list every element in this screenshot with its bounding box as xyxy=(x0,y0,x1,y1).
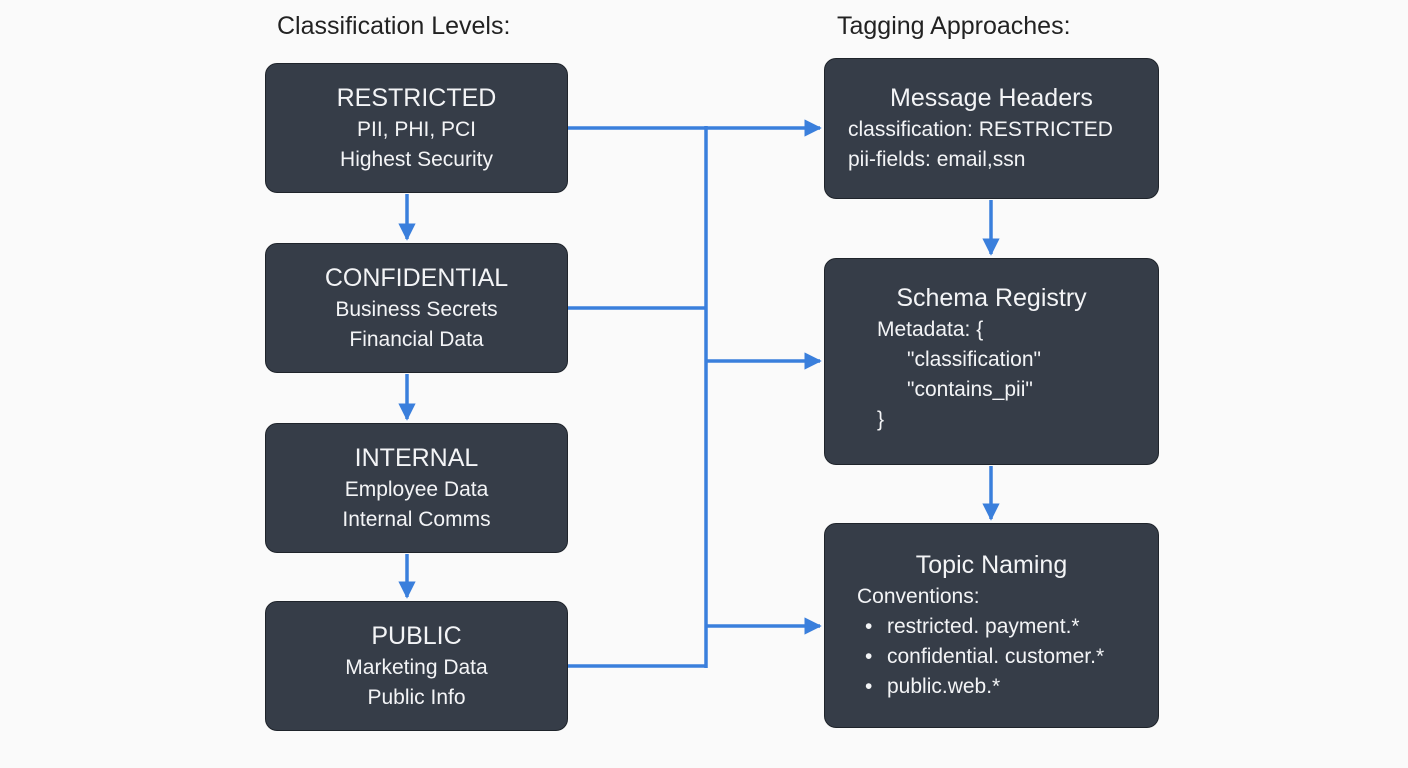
topic-naming-bullet-2: • confidential. customer.* xyxy=(825,642,1158,672)
confidential-line-2: Financial Data xyxy=(349,328,484,351)
topic-naming-intro: Conventions: xyxy=(857,585,980,608)
message-headers-box: Message Headers classification: RESTRICT… xyxy=(824,58,1159,199)
schema-registry-title: Schema Registry xyxy=(896,284,1087,312)
classification-levels-heading: Classification Levels: xyxy=(277,12,511,40)
topic-naming-bullet-3: • public.web.* xyxy=(825,672,1158,702)
restricted-line-1: PII, PHI, PCI xyxy=(356,118,477,141)
restricted-level-box: RESTRICTED PII, PHI, PCI Highest Securit… xyxy=(265,63,568,193)
topic-naming-bullet-1-text: restricted. payment.* xyxy=(887,615,1080,638)
confidential-level-box: CONFIDENTIAL Business Secrets Financial … xyxy=(265,243,568,373)
schema-registry-box: Schema Registry Metadata: { "classificat… xyxy=(824,258,1159,465)
internal-line-1: Employee Data xyxy=(344,478,489,501)
confidential-title: CONFIDENTIAL xyxy=(324,264,509,292)
internal-level-box: INTERNAL Employee Data Internal Comms xyxy=(265,423,568,553)
message-headers-title: Message Headers xyxy=(890,84,1093,112)
restricted-line-2: Highest Security xyxy=(340,148,493,171)
internal-line-2: Internal Comms xyxy=(342,508,491,531)
schema-registry-line-3: "contains_pii" xyxy=(907,378,1033,401)
topic-naming-bullet-1: • restricted. payment.* xyxy=(825,612,1158,642)
internal-title: INTERNAL xyxy=(354,444,479,472)
tagging-approaches-heading: Tagging Approaches: xyxy=(837,12,1071,40)
bullet-dot-icon: • xyxy=(865,615,873,638)
message-headers-line-1: classification: RESTRICTED xyxy=(848,118,1113,141)
topic-naming-box: Topic Naming Conventions: • restricted. p… xyxy=(824,523,1159,728)
restricted-title: RESTRICTED xyxy=(336,84,497,112)
topic-naming-bullet-3-text: public.web.* xyxy=(887,675,1001,698)
confidential-line-1: Business Secrets xyxy=(335,298,498,321)
message-headers-line-2: pii-fields: email,ssn xyxy=(848,148,1026,171)
public-level-box: PUBLIC Marketing Data Public Info xyxy=(265,601,568,731)
schema-registry-line-1: Metadata: { xyxy=(877,318,984,341)
schema-registry-line-4: } xyxy=(877,408,885,431)
public-title: PUBLIC xyxy=(371,622,462,650)
topic-naming-title: Topic Naming xyxy=(915,551,1068,579)
public-line-2: Public Info xyxy=(367,686,466,709)
bullet-dot-icon: • xyxy=(865,645,873,668)
topic-naming-bullet-2-text: confidential. customer.* xyxy=(887,645,1105,668)
bullet-dot-icon: • xyxy=(865,675,873,698)
public-line-1: Marketing Data xyxy=(345,656,488,679)
schema-registry-line-2: "classification" xyxy=(907,348,1041,371)
